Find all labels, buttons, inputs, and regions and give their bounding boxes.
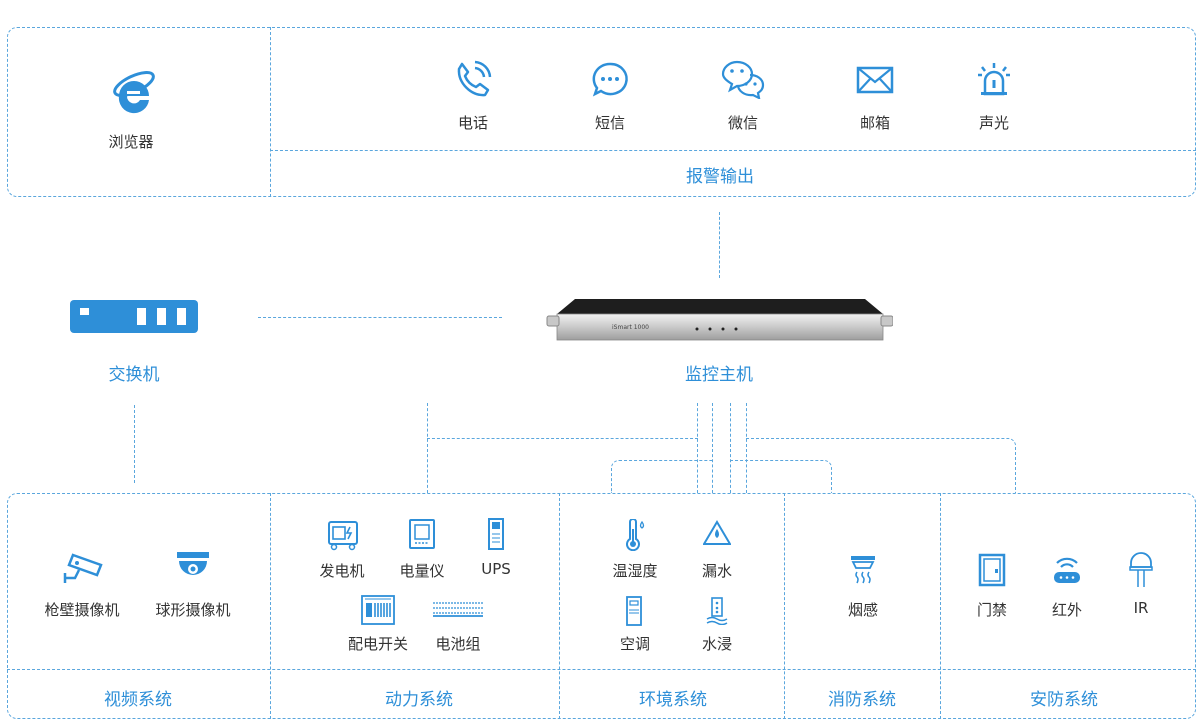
host-device-text: iSmart 1000 — [612, 324, 649, 331]
dome-camera-icon — [177, 552, 209, 575]
fire-system-title: 消防系统 — [828, 690, 896, 710]
connector-fire-h — [730, 460, 832, 493]
mail-icon — [856, 66, 894, 94]
infrared-icon — [1054, 557, 1080, 583]
connector-security — [746, 403, 1016, 493]
top-divider — [270, 27, 271, 197]
water-leak-label: 漏水 — [701, 562, 732, 580]
power-meter-icon — [409, 519, 435, 549]
battery-pack-label: 电池组 — [435, 635, 481, 653]
power-system-title: 动力系统 — [385, 690, 453, 710]
host-label: 监控主机 — [685, 365, 753, 385]
smoke-detector-label: 烟感 — [847, 601, 878, 619]
bottom-divider-4 — [940, 493, 941, 719]
smoke-detector-icon — [851, 556, 875, 584]
connector-alarm-host — [719, 212, 720, 278]
wechat-label: 微信 — [727, 114, 758, 132]
video-system-title: 视频系统 — [104, 690, 172, 710]
switch-label: 交换机 — [108, 365, 160, 385]
power-meter-label: 电量仪 — [399, 562, 445, 580]
water-immersion-label: 水浸 — [701, 635, 732, 653]
bottom-title-divider — [7, 669, 1196, 670]
rack-server-icon — [546, 299, 893, 341]
connector-switch-host — [258, 317, 502, 318]
distribution-switch-icon — [361, 595, 395, 625]
connector-env — [611, 403, 713, 493]
battery-pack-icon — [433, 602, 483, 617]
bullet-camera-label: 枪壁摄像机 — [44, 601, 120, 619]
mail-label: 邮箱 — [859, 114, 890, 132]
bottom-divider-3 — [784, 493, 785, 719]
switch-icon — [70, 300, 198, 333]
ie-browser-icon — [113, 71, 155, 114]
bottom-divider-2 — [559, 493, 560, 719]
ir-sensor-label: IR — [1133, 599, 1149, 617]
environment-system-title: 环境系统 — [639, 690, 707, 710]
bullet-camera-icon — [63, 553, 103, 583]
sms-icon — [592, 62, 628, 97]
door-access-icon — [978, 553, 1006, 587]
phone-icon — [457, 60, 492, 97]
dome-camera-label: 球形摄像机 — [155, 601, 231, 619]
alarm-output-title: 报警输出 — [686, 167, 754, 187]
water-leak-icon — [703, 520, 731, 545]
alarm-light-icon — [978, 63, 1010, 96]
phone-label: 电话 — [457, 114, 488, 132]
thermometer-label: 温湿度 — [612, 562, 658, 580]
sms-label: 短信 — [594, 114, 625, 132]
water-immersion-icon — [706, 597, 728, 625]
bottom-divider-1 — [270, 493, 271, 719]
thermometer-icon — [626, 519, 645, 551]
connector-security-h — [746, 438, 1016, 493]
connector-power — [427, 403, 698, 493]
top-panel — [7, 27, 1196, 197]
connector-fire — [730, 403, 832, 493]
bottom-panel — [7, 493, 1196, 719]
ir-sensor-icon — [1129, 552, 1153, 587]
ups-icon — [488, 518, 504, 550]
ups-label: UPS — [481, 560, 511, 578]
connector-switch-video — [134, 405, 135, 483]
security-system-title: 安防系统 — [1030, 690, 1098, 710]
connector-power-mid — [427, 438, 698, 439]
air-conditioner-label: 空调 — [619, 635, 650, 653]
connector-env-h — [611, 460, 713, 493]
door-access-label: 门禁 — [976, 601, 1007, 619]
alarm-title-divider — [270, 150, 1196, 151]
infrared-label: 红外 — [1051, 601, 1082, 619]
wechat-icon — [721, 60, 765, 99]
browser-label: 浏览器 — [108, 133, 154, 151]
distribution-switch-label: 配电开关 — [347, 635, 408, 653]
alarm-light-label: 声光 — [978, 114, 1009, 132]
air-conditioner-icon — [626, 596, 642, 626]
generator-label: 发电机 — [319, 562, 365, 580]
generator-icon — [328, 521, 358, 551]
